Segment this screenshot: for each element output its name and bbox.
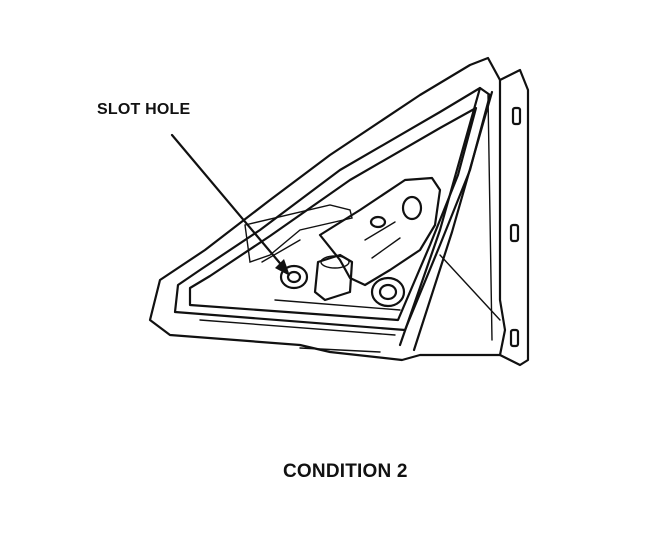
- pillar-inner-edge: [487, 94, 493, 341]
- pillar-slot-bottom: [509, 328, 520, 348]
- slot-hole-boss: [279, 264, 309, 290]
- slot-hole: [286, 270, 302, 284]
- lower-trim-line: [199, 319, 396, 353]
- callout-leader-line: [170, 133, 286, 270]
- glass-edge: [244, 204, 353, 263]
- callout-arrowhead: [275, 259, 290, 276]
- outer-panel-outline: [148, 56, 507, 362]
- diagonal-brace: [398, 86, 494, 352]
- motor-cylinder: [313, 253, 354, 302]
- bracket-hole-upper: [401, 195, 423, 221]
- pillar-slot-middle: [509, 223, 520, 243]
- inner-panel-line: [261, 239, 401, 311]
- mounting-bracket: [318, 176, 442, 287]
- lower-bolt-boss: [370, 276, 406, 308]
- figure-caption: CONDITION 2: [283, 461, 408, 482]
- window-frame-inner: [188, 106, 478, 322]
- pillar-slot-top: [511, 106, 522, 126]
- lower-bolt-hole: [378, 283, 398, 301]
- motor-cap: [320, 255, 350, 269]
- slot-hole-callout: SLOT HOLE: [97, 101, 191, 118]
- pillar-strip: [498, 68, 530, 367]
- brace-to-corner: [439, 254, 501, 321]
- window-frame-outer: [173, 86, 492, 332]
- bracket-rib: [364, 221, 401, 259]
- bracket-hole-small: [369, 215, 387, 229]
